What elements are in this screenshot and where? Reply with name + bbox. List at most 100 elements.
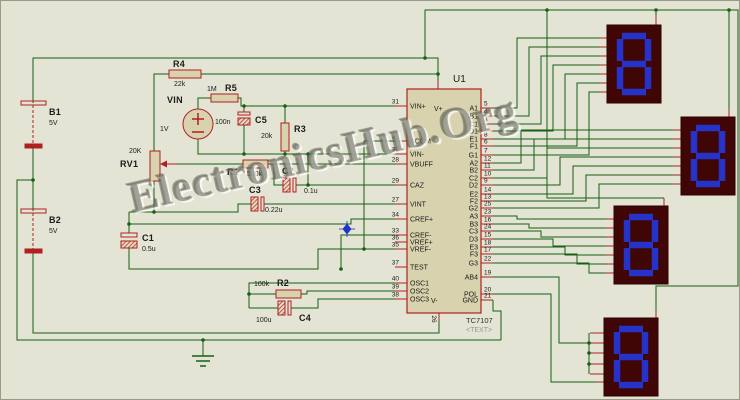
resistor-r2[interactable] [275,289,302,299]
ic-pin-number: 37 [392,260,400,267]
ic-pin-name: AB4 [465,275,478,282]
seven-segment-display-2[interactable] [680,116,736,196]
ic-pin-name: A1 [469,106,478,113]
potentiometer-rv1[interactable] [149,150,177,182]
segment-wire[interactable] [493,64,599,132]
ic-pin-name: D3 [469,237,478,244]
ic-pin-name: GND [462,298,478,305]
ic-pin-number: 16 [484,217,492,224]
label-r5-ref: R5 [225,83,238,93]
ic-pin-name: E2 [469,192,478,199]
ic-pin-number: 27 [392,197,400,204]
ic-pin-name: OSC2 [410,289,429,296]
segment-wire[interactable] [493,183,673,209]
junction-dot [306,152,310,156]
label-c4-val: 100u [256,317,272,324]
junction-dot [545,8,549,12]
junction-dot [283,152,287,156]
ic-pin-number: 8 [484,132,488,139]
segment-wire[interactable] [493,174,673,202]
label-r4-val: 22k [174,81,186,88]
segment-wire[interactable] [493,238,606,247]
ic-pin-number: 19 [484,270,492,277]
resistor-r4[interactable] [168,69,202,79]
label-rv1-val: 20K [129,148,142,155]
junction-dot [247,292,251,296]
ground-symbol[interactable] [192,355,214,367]
junction-dot [436,72,440,76]
ic-pin-number: 14 [484,187,492,194]
ic-pin-name: ACOM [410,139,431,146]
segment-wire[interactable] [493,215,606,220]
junction-dot [339,267,343,271]
battery-b1[interactable] [20,100,47,149]
ic-pin-name: VBUFF [410,162,433,169]
label-r5-val: 1M [207,86,217,93]
ic-pin-number: 32 [392,134,400,141]
segment-wire[interactable] [493,246,606,256]
segment-wire[interactable] [493,46,599,117]
resistor-r1[interactable] [242,159,269,169]
ic-pin-name: G3 [469,261,478,268]
wire-layer[interactable] [16,9,739,383]
ic-pin-name: B2 [469,168,478,175]
segment-wire[interactable] [493,223,606,229]
ic-tc7107[interactable] [406,81,482,321]
label-ic-text-placeholder: <TEXT> [466,327,493,334]
capacitor-c1[interactable] [120,232,138,249]
junction-dot [31,178,35,182]
ic-pin-name: C2 [469,176,478,183]
ic-pin-name: CAZ [410,183,425,190]
capacitor-c3[interactable] [250,196,265,212]
resistor-r5[interactable] [210,93,239,103]
junction-dot [587,351,591,355]
ic-pin-name: C1 [469,122,478,129]
segment-wire[interactable] [493,165,673,195]
resistor-r3[interactable] [280,122,290,152]
label-b1-ref: B1 [49,107,62,117]
segment-wire[interactable] [493,262,606,274]
ic-pin-number: 25 [484,201,492,208]
ic-pin-name: CREF+ [410,217,433,224]
segment-wire[interactable] [493,129,673,164]
segment-wire[interactable] [493,55,599,125]
ic-pin-number: 6 [484,139,488,146]
ic-pin-name: OSC1 [410,281,429,288]
label-r3-ref: R3 [294,124,307,134]
segment-wire[interactable] [493,147,673,179]
ic-pin-number: 33 [392,228,400,235]
segment-wire[interactable] [493,91,599,156]
label-vin-val: 1V [160,126,169,133]
seven-segment-display-4[interactable] [603,317,659,397]
junction-dot [242,152,246,156]
seven-segment-display-1[interactable] [606,24,662,104]
capacitor-c2[interactable] [282,177,297,193]
ic-pin-number: 39 [392,284,400,291]
segment-wire[interactable] [493,73,599,140]
label-r1-val: 500k [247,171,263,178]
ic-pin-number: 36 [392,235,400,242]
label-rv1-ref: RV1 [120,159,139,169]
segment-wire[interactable] [493,230,606,238]
ic-pin-name: TEST [410,265,429,272]
label-u1-ref: U1 [453,74,466,85]
seven-segment-displays[interactable] [603,24,736,397]
voltage-source-vin[interactable] [182,108,214,140]
ic-pin-name: G1 [469,153,478,160]
ic-pin-name: B3 [469,222,478,229]
ic-pin-name: F3 [470,252,478,259]
display-wire-bundles[interactable] [493,37,673,274]
junction-dot [423,56,427,60]
segment-wire[interactable] [493,156,673,186]
battery-b2[interactable] [20,208,47,254]
capacitor-c5[interactable] [237,111,251,126]
ic-pin-name: D1 [469,129,478,136]
segment-wire[interactable] [493,82,599,147]
segment-wire[interactable] [493,253,606,265]
junction-dot [272,162,276,166]
ic-pin-number: 31 [392,99,400,106]
segment-wire[interactable] [493,138,673,171]
capacitor-c4[interactable] [277,300,292,316]
seven-segment-display-3[interactable] [613,205,669,285]
segment-wire[interactable] [493,37,599,109]
